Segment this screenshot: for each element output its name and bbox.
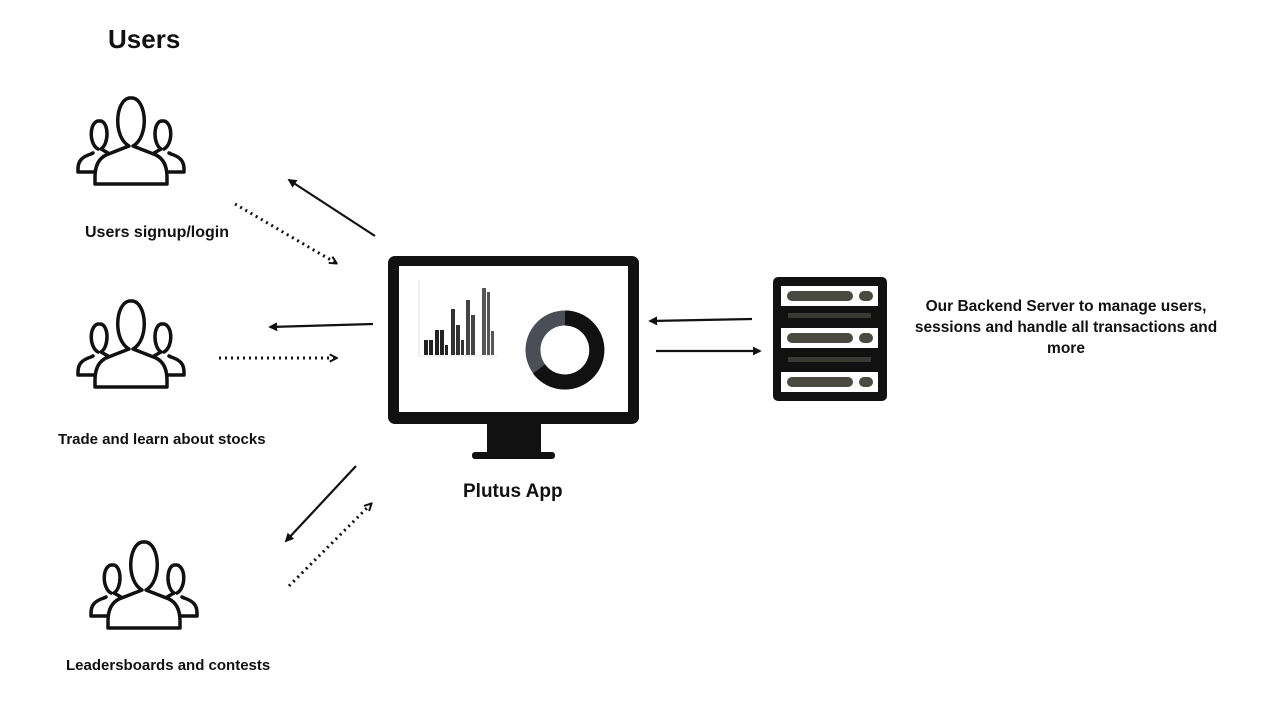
arrow-app-to-trade	[268, 322, 374, 332]
signup-login-label: Users signup/login	[85, 224, 230, 241]
users-group-icon	[76, 299, 186, 389]
users-group-icon	[89, 540, 199, 630]
arrow-app-to-leaderboards	[284, 465, 357, 543]
diagram-title: Users	[108, 24, 181, 54]
dotted-arrow-signup-to-app	[234, 202, 336, 263]
screen-bar-chart-icon	[418, 280, 497, 357]
server-label: Our Backend Server to manage users, sess…	[914, 298, 1218, 357]
arrow-server-to-app	[648, 316, 753, 326]
monitor-icon	[388, 256, 639, 459]
arrow-app-to-signup	[287, 179, 376, 237]
trade-learn-label: Trade and learn about stocks	[58, 431, 266, 448]
app-label: Plutus App	[463, 481, 563, 502]
leaderboards-label: Leadersboards and contests	[66, 657, 271, 674]
server-icon	[773, 277, 887, 401]
users-group-icon	[76, 96, 186, 186]
dotted-arrow-leaderboards-to-app	[287, 504, 371, 588]
